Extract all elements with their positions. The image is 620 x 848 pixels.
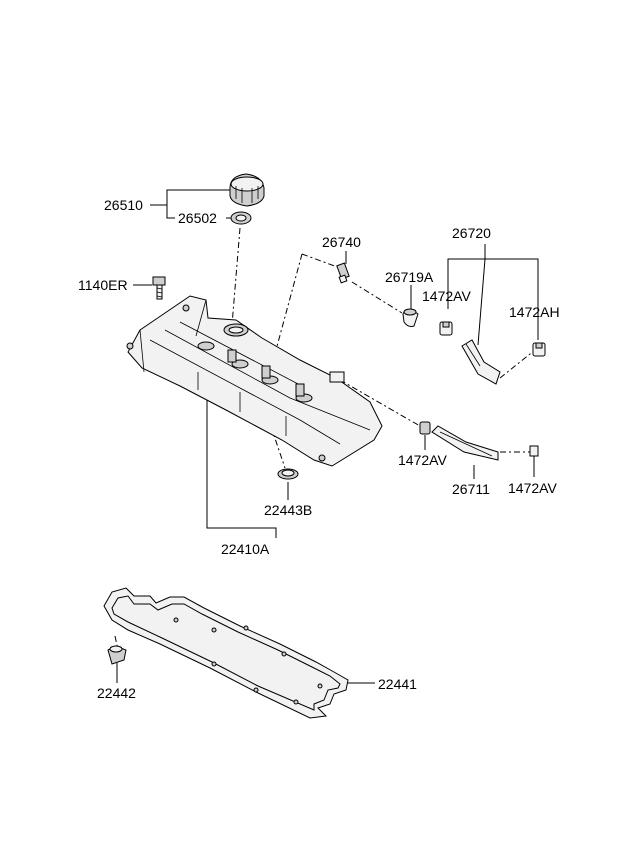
alignment-lines — [114, 227, 536, 651]
part-label-26711: 26711 — [452, 481, 490, 497]
part-label-1472AV: 1472AV — [422, 288, 471, 304]
part-label-26719A: 26719A — [385, 269, 434, 285]
part-label-1472AV: 1472AV — [398, 452, 447, 468]
hose-clip-icon — [529, 445, 539, 457]
part-label-22443B: 22443B — [264, 502, 312, 518]
part-label-26510: 26510 — [104, 197, 143, 213]
rocker-cover-icon — [126, 295, 383, 467]
pcv-valve-icon — [336, 262, 350, 284]
part-labels: 26510 26502 1140ER 26740 26720 26719A 14… — [78, 197, 560, 701]
part-label-1472AV: 1472AV — [508, 480, 557, 496]
part-label-22410A: 22410A — [221, 541, 270, 557]
oil-filler-cap-icon — [229, 173, 265, 207]
grommet-icon — [402, 308, 419, 327]
part-label-26740: 26740 — [322, 234, 361, 250]
rocker-cover-gasket-icon — [103, 587, 349, 719]
plug-tube-seal-icon — [277, 468, 299, 480]
part-label-1140ER: 1140ER — [78, 277, 128, 293]
part-label-26502: 26502 — [178, 210, 217, 226]
cap-gasket-icon — [230, 211, 252, 225]
part-label-26720: 26720 — [452, 225, 491, 241]
bolt-icon — [152, 276, 166, 300]
part-label-1472AH: 1472AH — [509, 304, 560, 320]
part-label-22442: 22442 — [97, 685, 136, 701]
leader-lines — [116, 189, 539, 684]
part-label-22441: 22441 — [378, 676, 417, 692]
hose-clip-icon — [419, 421, 431, 435]
breather-hose-icon — [431, 425, 499, 461]
hose-clip-icon — [532, 342, 546, 357]
breather-hose-icon — [461, 339, 501, 385]
hose-clip-icon — [439, 321, 453, 336]
cover-bolt-seal-icon — [107, 645, 127, 665]
